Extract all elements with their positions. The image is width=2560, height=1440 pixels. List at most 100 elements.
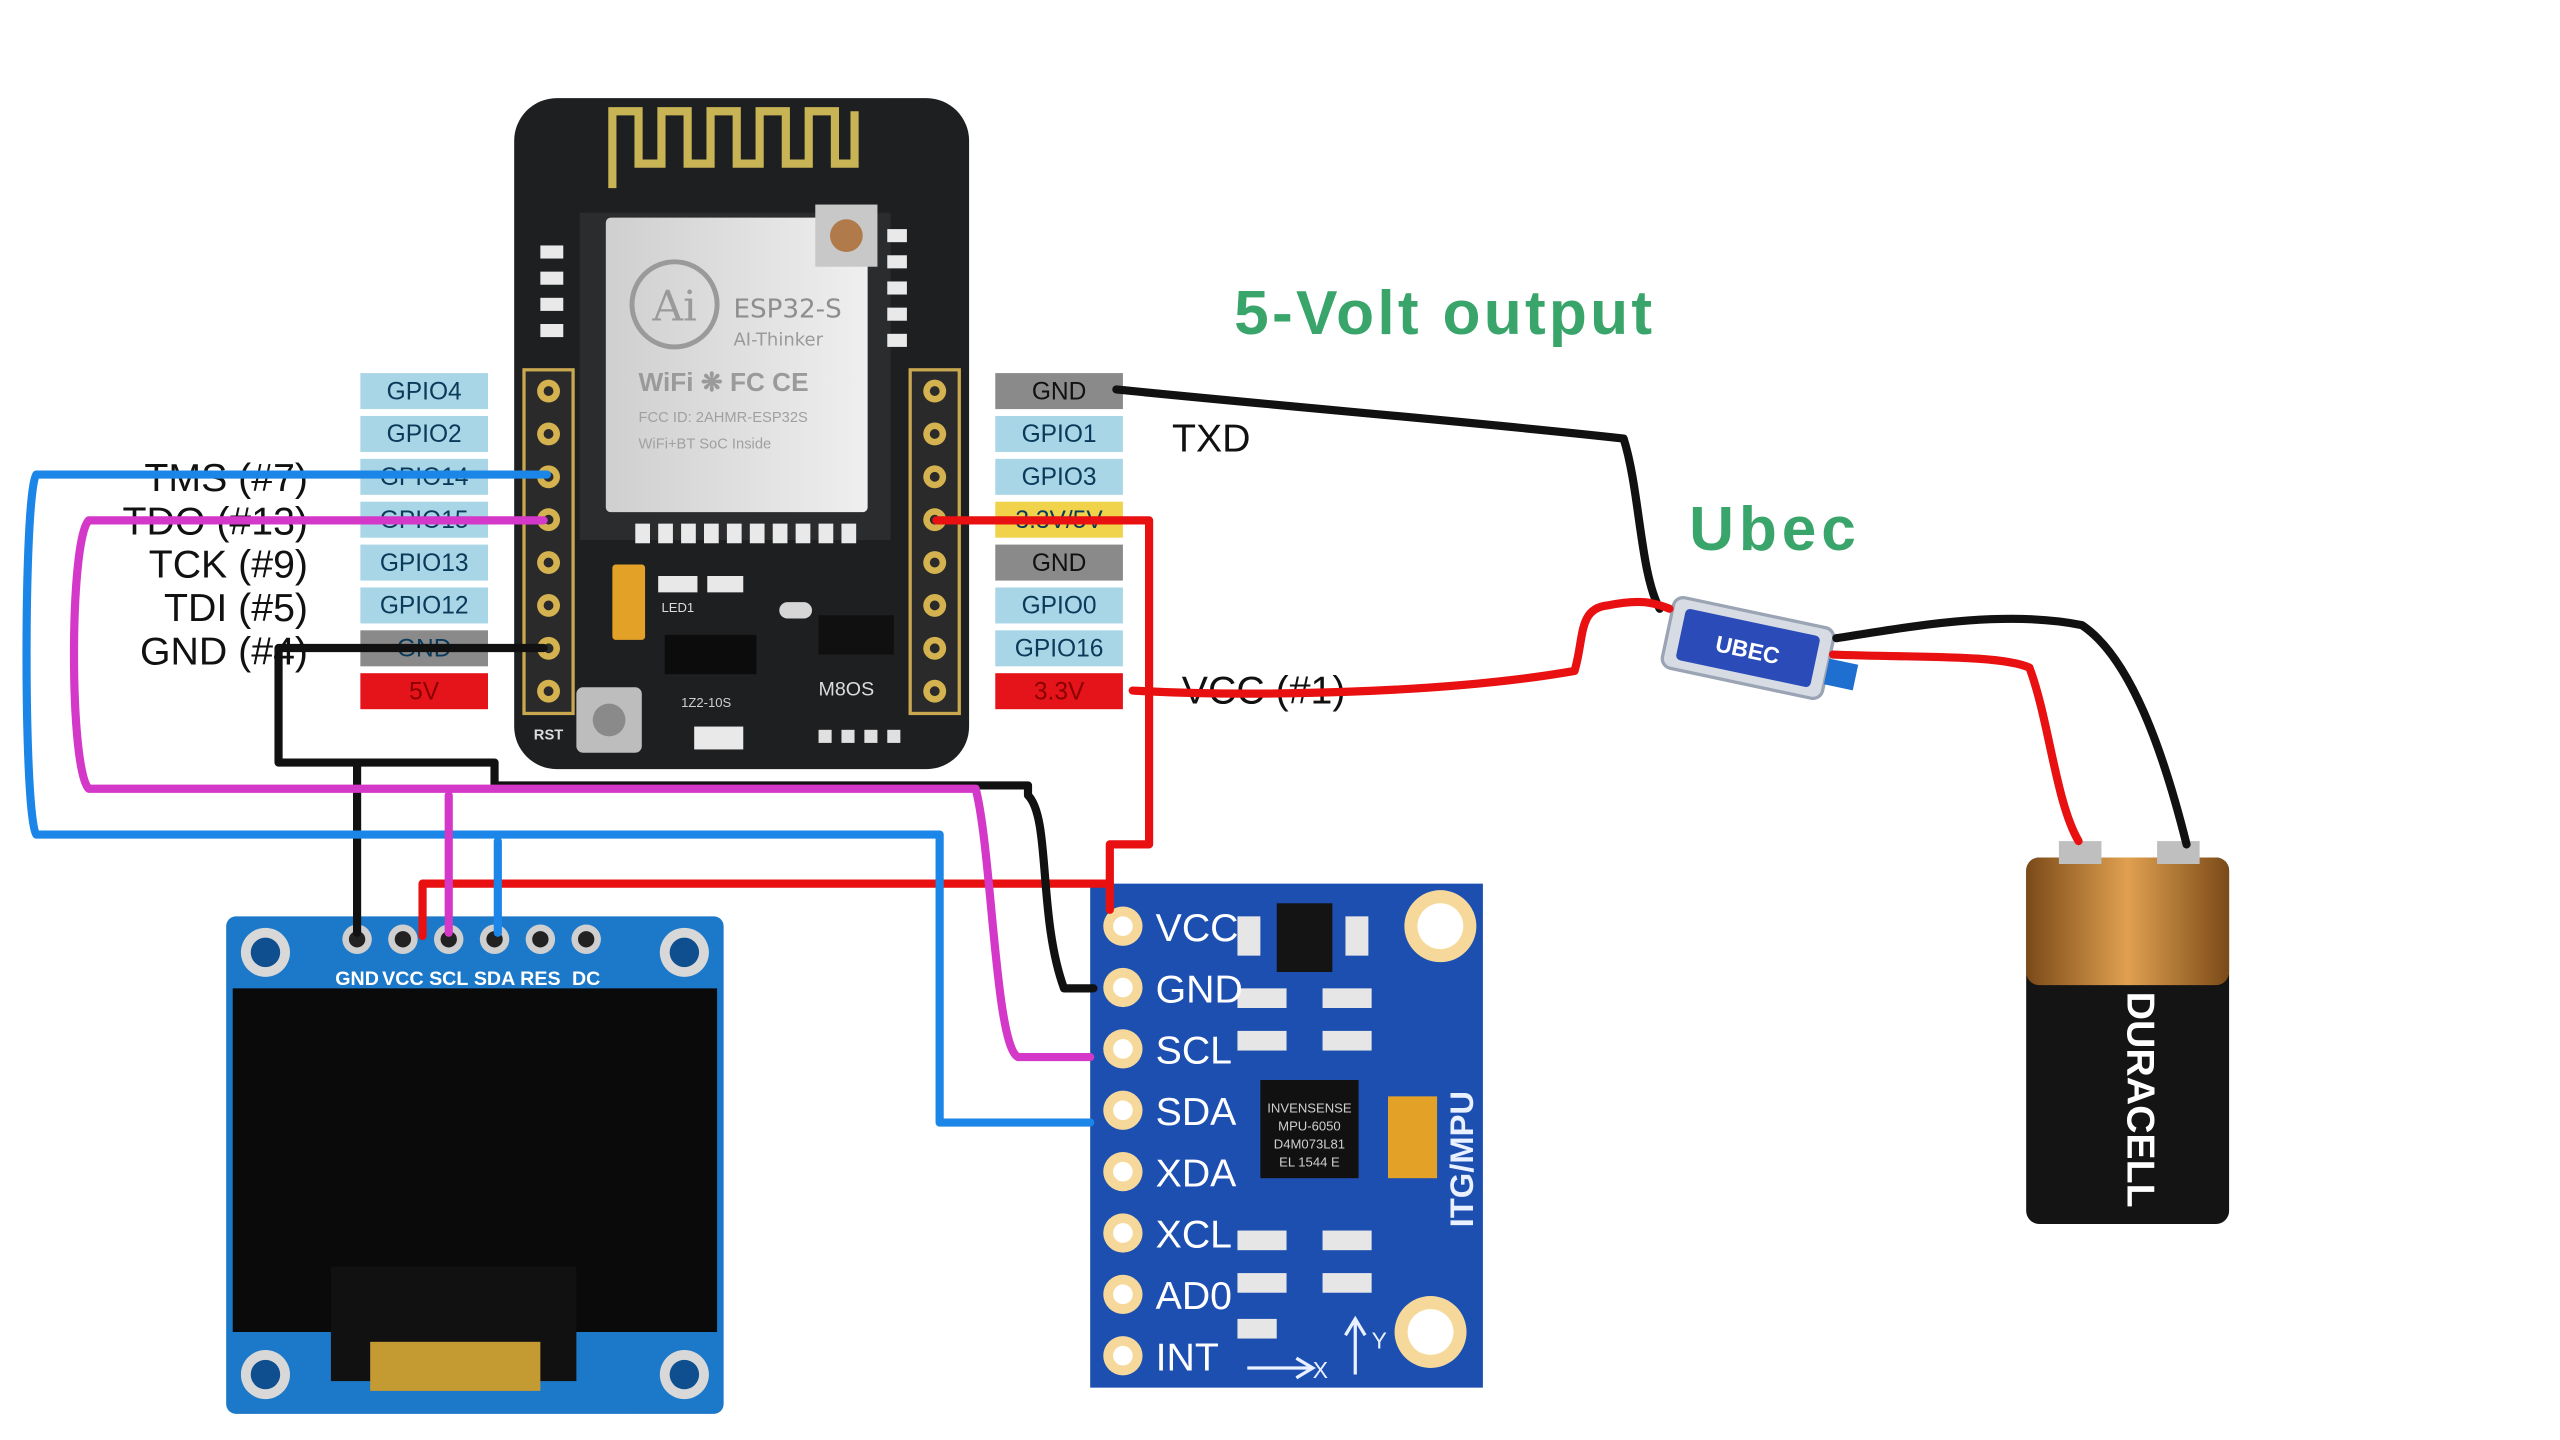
mpu-pin-label: GND [1156, 967, 1243, 1011]
right-pin-label: 3.3V [1034, 678, 1085, 705]
ubec-label-plate [1676, 609, 1820, 687]
right-pin-label: GPIO1 [1022, 421, 1097, 448]
wire-sda [22, 470, 1095, 1127]
left-pin-label: GPIO13 [380, 550, 469, 577]
mpu-board-label: ITG/MPU [1443, 1091, 1480, 1227]
bottom-pads [818, 729, 901, 743]
certification-marks: WiFi ❋ FC CE [639, 367, 809, 397]
oled-pin-label: SCL [429, 968, 468, 990]
oled-pin-label: DC [572, 968, 600, 990]
left-pin-label-bg [360, 587, 488, 624]
flash-led [694, 726, 744, 750]
right-pin-label: GPIO0 [1022, 593, 1097, 620]
mpu-chip-line: EL 1544 E [1279, 1155, 1340, 1170]
mpu-chip [1260, 1080, 1359, 1179]
ai-logo-circle [629, 259, 720, 350]
mpu-pin-label: AD0 [1156, 1274, 1232, 1318]
wire-ubec-battery-negative [1832, 614, 2191, 849]
tantalum-capacitor [612, 564, 646, 640]
left-pin-label: GPIO4 [387, 378, 462, 405]
right-pin-label-bg [995, 544, 1123, 581]
right-pin-label: GND [1032, 550, 1087, 577]
module-pads [540, 229, 907, 544]
output-heading: 5-Volt output [1234, 279, 1655, 348]
psram-label: M8OS [819, 678, 875, 700]
mpu-pin-label: XDA [1156, 1151, 1238, 1195]
antenna-trace [608, 107, 859, 189]
smd-diode [779, 602, 812, 619]
ubec-module: UBEC [1660, 595, 1859, 701]
mpu-pin-label: VCC [1156, 906, 1239, 950]
mpu-pin-label: SDA [1156, 1090, 1238, 1134]
right-pin-label-bg [995, 458, 1123, 495]
mpu-pin-label: XCL [1156, 1213, 1232, 1257]
jtag-label: TCK (#9) [149, 543, 308, 587]
right-header [908, 368, 961, 716]
esp32-cam-board: Ai ESP32-S AI-Thinker WiFi ❋ FC CE FCC I… [514, 98, 970, 770]
wire-power-bus [418, 516, 1154, 941]
rf-shield [605, 217, 868, 513]
left-pin-label: GPIO12 [380, 593, 469, 620]
led-component [658, 576, 698, 593]
right-pin-label-bg [995, 415, 1123, 452]
axis-x-arrow-icon [1247, 1356, 1316, 1380]
mpu-regulator [1276, 903, 1333, 972]
right-pin-dots [923, 379, 947, 703]
mpu-pin-label: SCL [1156, 1029, 1232, 1073]
jtag-labels: TMS (#7)TDO (#13)TCK (#9)TDI (#5)GND (#4… [123, 456, 308, 673]
ubec-output-connector [1823, 658, 1859, 691]
axis-y-label: Y [1372, 1327, 1387, 1353]
left-pin-label-bg [360, 544, 488, 581]
left-pin-label: GPIO2 [387, 421, 462, 448]
oled-pin-label: GND [335, 968, 379, 990]
wires [22, 385, 2191, 1127]
mpu-chip-line: D4M073L81 [1274, 1137, 1345, 1152]
wire-gnd-oled [274, 643, 548, 937]
wire-scl [69, 516, 1095, 1062]
reset-button-cap[interactable] [592, 703, 626, 737]
jtag-label: TDI (#5) [164, 586, 308, 630]
txd-label: TXD [1172, 417, 1251, 461]
ai-logo: Ai [651, 283, 696, 332]
battery-terminal-positive [2157, 841, 2200, 864]
mpu-pin-label: INT [1156, 1335, 1219, 1379]
fcc-id: FCC ID: 2AHMR-ESP32S [639, 410, 808, 426]
battery-copper-top [2026, 857, 2230, 986]
right-pin-label: GPIO3 [1022, 464, 1097, 491]
led-label: LED1 [661, 600, 694, 615]
wire-gnd-mpu [353, 758, 1098, 993]
battery-brand: DURACELL [2119, 992, 2163, 1208]
mpu-chip-line: INVENSENSE [1267, 1101, 1352, 1116]
right-pin-label: GND [1032, 378, 1087, 405]
ic-label: 1Z2-10S [681, 695, 731, 710]
module-maker: AI-Thinker [733, 329, 823, 350]
wifi-bt-text: WiFi+BT SoC Inside [639, 436, 772, 452]
wire-vcc-ubec [1128, 597, 1674, 698]
right-pin-label: GPIO16 [1015, 636, 1104, 663]
psram-chip [818, 615, 894, 655]
regulator-ic [664, 634, 757, 675]
oled-flex [370, 1341, 541, 1391]
smd-resistor [707, 576, 744, 593]
axis-y-arrow-icon [1344, 1315, 1367, 1375]
oled-pin-label: SDA [474, 968, 515, 990]
right-pin-label-bg [995, 673, 1123, 710]
right-pin-label-bg [995, 373, 1123, 410]
battery-terminal-negative [2058, 841, 2102, 864]
mpu-capacitor [1388, 1096, 1438, 1179]
right-pin-label-bg [995, 630, 1123, 667]
camera-lens [830, 219, 863, 252]
wire-ubec-battery-positive [1829, 650, 2083, 846]
module-name: ESP32-S [733, 294, 841, 324]
oled-pin-label: VCC [382, 968, 423, 990]
left-pin-label: 5V [409, 678, 440, 705]
mpu-smd-parts [1237, 916, 1372, 1339]
